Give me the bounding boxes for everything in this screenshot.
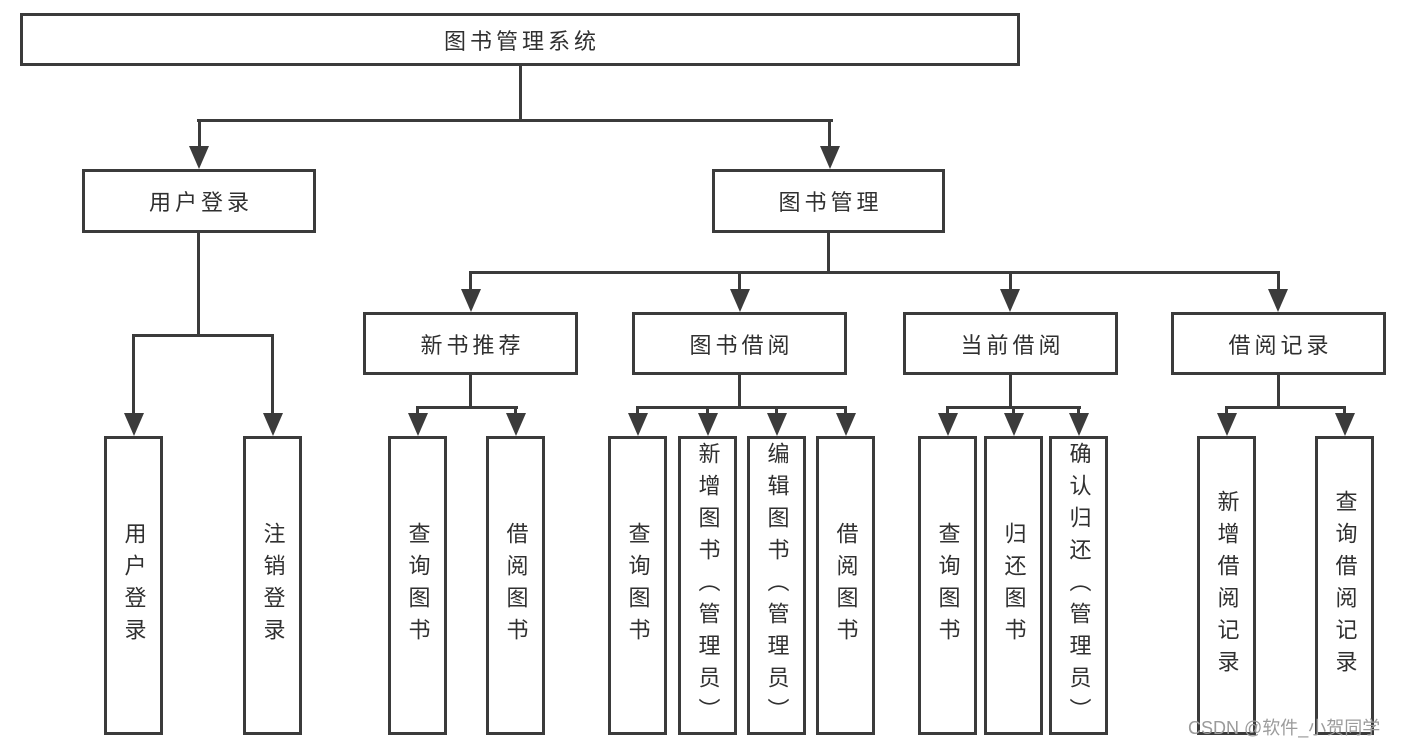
arrowhead-down-icon: [506, 413, 526, 436]
leaf-edit-books-admin: 编辑图书（管理员）: [747, 436, 806, 735]
leaf-query-borrow-record: 查询借阅记录: [1315, 436, 1374, 735]
connector-line: [636, 406, 639, 416]
arrowhead-down-icon: [730, 289, 750, 312]
connector-line: [1009, 375, 1012, 409]
arrowhead-down-icon: [767, 413, 787, 436]
leaf-borrow-books-recommend: 借阅图书: [486, 436, 545, 735]
connector-line: [1343, 406, 1346, 416]
node-book-borrow: 图书借阅: [632, 312, 847, 375]
connector-line: [1277, 375, 1280, 409]
connector-line: [1077, 406, 1080, 416]
connector-line: [844, 406, 847, 416]
connector-line: [514, 406, 517, 416]
watermark-text: CSDN @软件_小贺同学: [1188, 718, 1381, 738]
connector-line: [636, 406, 847, 409]
arrowhead-down-icon: [461, 289, 481, 312]
leaf-confirm-return-admin: 确认归还（管理员）: [1049, 436, 1108, 735]
arrowhead-down-icon: [263, 413, 283, 436]
arrowhead-down-icon: [1004, 413, 1024, 436]
arrowhead-down-icon: [628, 413, 648, 436]
arrowhead-down-icon: [1069, 413, 1089, 436]
arrowhead-down-icon: [189, 146, 209, 169]
arrowhead-down-icon: [836, 413, 856, 436]
connector-line: [828, 119, 831, 149]
connector-line: [738, 271, 741, 291]
connector-line: [1009, 271, 1012, 291]
arrowhead-down-icon: [820, 146, 840, 169]
leaf-return-books: 归还图书: [984, 436, 1043, 735]
arrowhead-down-icon: [698, 413, 718, 436]
connector-line: [197, 119, 833, 122]
arrowhead-down-icon: [408, 413, 428, 436]
leaf-user-login: 用户登录: [104, 436, 163, 735]
connector-line: [197, 233, 200, 337]
connector-line: [1012, 406, 1015, 416]
connector-line: [738, 375, 741, 409]
connector-line: [519, 66, 522, 121]
connector-line: [1225, 406, 1228, 416]
leaf-borrow-books: 借阅图书: [816, 436, 875, 735]
connector-line: [271, 334, 274, 415]
arrowhead-down-icon: [1217, 413, 1237, 436]
connector-line: [132, 334, 274, 337]
leaf-query-books-borrow: 查询图书: [608, 436, 667, 735]
arrowhead-down-icon: [938, 413, 958, 436]
connector-line: [416, 406, 518, 409]
arrowhead-down-icon: [1335, 413, 1355, 436]
connector-line: [469, 271, 472, 291]
node-library-management-system: 图书管理系统: [20, 13, 1020, 66]
connector-line: [706, 406, 709, 416]
leaf-add-borrow-record: 新增借阅记录: [1197, 436, 1256, 735]
arrowhead-down-icon: [1268, 289, 1288, 312]
leaf-add-books-admin: 新增图书（管理员）: [678, 436, 737, 735]
connector-line: [827, 233, 830, 274]
arrowhead-down-icon: [124, 413, 144, 436]
leaf-query-books-current: 查询图书: [918, 436, 977, 735]
node-book-management: 图书管理: [712, 169, 945, 233]
leaf-query-books-recommend: 查询图书: [388, 436, 447, 735]
connector-line: [198, 119, 201, 149]
connector-line: [946, 406, 949, 416]
connector-line: [1225, 406, 1346, 409]
connector-line: [469, 271, 1280, 274]
node-user-login: 用户登录: [82, 169, 316, 233]
connector-line: [1277, 271, 1280, 291]
connector-line: [132, 334, 135, 415]
connector-line: [469, 375, 472, 409]
arrowhead-down-icon: [1000, 289, 1020, 312]
connector-line: [416, 406, 419, 416]
node-current-borrow: 当前借阅: [903, 312, 1118, 375]
node-borrow-records: 借阅记录: [1171, 312, 1386, 375]
node-new-book-recommend: 新书推荐: [363, 312, 578, 375]
connector-line: [775, 406, 778, 416]
leaf-logout: 注销登录: [243, 436, 302, 735]
